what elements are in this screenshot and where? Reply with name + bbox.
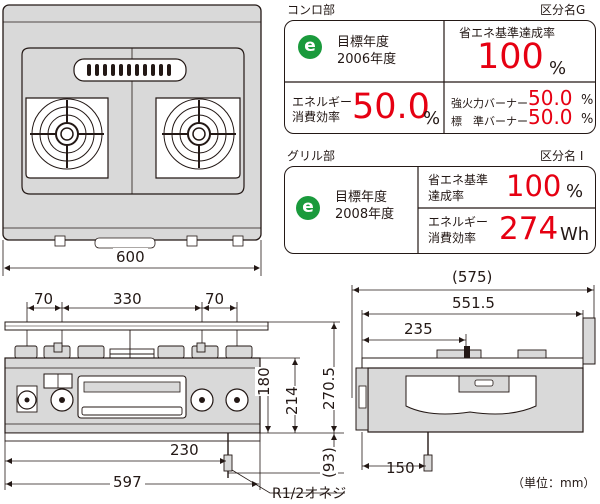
grill-eff-value: 274 [499, 211, 559, 247]
konro-rate-unit: % [549, 58, 567, 79]
grill-target-year-line1: 目標年度 [335, 190, 388, 205]
top-view-drawing [2, 4, 262, 276]
dim-label-180: 180 [255, 367, 273, 396]
dim-label-5515: 551.5 [452, 294, 495, 312]
konro-energy-saving-e-icon: e [298, 35, 322, 59]
dim-label-70-right: 70 [205, 290, 225, 308]
konro-burner-strong-value: 50.0 [528, 86, 573, 110]
konro-burner-std-value: 50.0 [528, 105, 573, 129]
grill-eff-label-line1: エネルギー [428, 215, 489, 229]
grill-eff-unit: Wh [560, 224, 590, 245]
konro-rate-value: 100 [477, 37, 544, 77]
thread-leader-line [231, 469, 345, 494]
dim-label-70-left: 70 [34, 290, 54, 308]
grill-category: 区分名 I [540, 149, 584, 163]
top-view-right-burner [155, 97, 241, 179]
konro-burner-strong-label: 強火力バーナー [451, 97, 528, 110]
dim-label-600: 600 [113, 248, 148, 266]
dim-label-230: 230 [170, 441, 199, 459]
konro-burner-std-label: 標 準バーナー [451, 115, 528, 128]
front-view-trivets [14, 342, 253, 360]
grill-rate-unit: % [566, 181, 584, 202]
front-view-gas-fitting [223, 454, 233, 472]
thread-label: R1/2オネジ [272, 486, 347, 502]
grill-energy-saving-e-icon: e [296, 196, 320, 220]
konro-eff-unit: % [423, 108, 441, 129]
side-view-back-guard [582, 317, 596, 365]
konro-panel-dividers [284, 20, 596, 134]
grill-rate-label-line2: 達成率 [428, 189, 465, 203]
grill-rate-label-line1: 省エネ基準 [428, 173, 489, 187]
grill-panel-dividers [417, 166, 596, 254]
konro-target-year-line2: 2006年度 [337, 52, 397, 67]
dim-label-150: 150 [386, 459, 415, 477]
dim-label-575: (575) [452, 268, 493, 286]
grill-panel [284, 166, 596, 254]
konro-eff-label-line2: 消費効率 [292, 110, 341, 124]
konro-panel [284, 20, 596, 134]
konro-rate-label: 省エネ基準達成率 [459, 26, 556, 40]
konro-header: コンロ部 [287, 3, 336, 17]
dim-label-214: 214 [283, 386, 301, 415]
grill-eff-label-line2: 消費効率 [428, 231, 477, 245]
konro-eff-label-line1: エネルギー [292, 95, 353, 109]
side-view-gas-fitting [423, 454, 433, 472]
dim-label-330: 330 [113, 290, 142, 308]
grill-rate-value: 100 [506, 169, 562, 203]
dim-label-597: 597 [110, 473, 145, 491]
grill-header: グリル部 [287, 149, 336, 163]
grill-target-year-line2: 2008年度 [335, 207, 395, 222]
dim-label-93: (93) [320, 447, 338, 478]
dim-label-235: 235 [404, 320, 433, 338]
vent-slots [87, 64, 171, 76]
top-view-left-burner [25, 97, 109, 179]
side-view-drawing [351, 285, 596, 472]
konro-eff-value: 50.0 [352, 87, 430, 127]
konro-target-year-line1: 目標年度 [337, 35, 390, 50]
unit-note: （単位：mm） [512, 476, 596, 490]
konro-category: 区分名G [540, 3, 586, 17]
konro-burner-strong-unit: % [581, 93, 594, 108]
dim-label-2705: 270.5 [320, 367, 338, 410]
konro-burner-std-unit: % [581, 112, 594, 127]
